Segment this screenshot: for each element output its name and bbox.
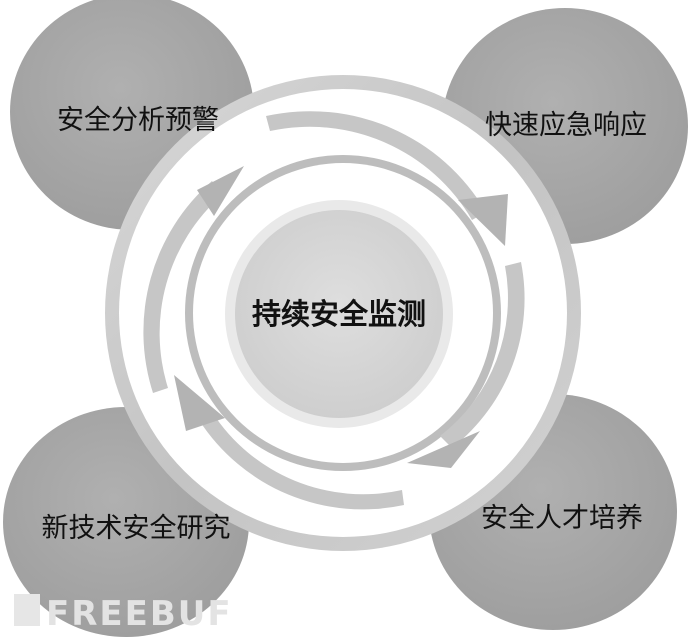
node-label-top-right: 快速应急响应 xyxy=(485,110,647,141)
watermark-logo-icon xyxy=(14,594,40,626)
watermark: FREEBUF xyxy=(14,594,233,634)
arrow-bottom xyxy=(174,375,404,510)
center-label: 持续安全监测 xyxy=(252,297,426,331)
node-label-bottom-left: 新技术安全研究 xyxy=(42,513,231,544)
center-node: 持续安全监测 xyxy=(225,200,453,428)
node-label-top-left: 安全分析预警 xyxy=(57,105,219,136)
arrow-top xyxy=(266,111,508,246)
node-label-bottom-right: 安全人才培养 xyxy=(481,503,643,534)
arrow-right xyxy=(407,262,525,468)
cycle-arrows xyxy=(143,111,525,510)
watermark-text: FREEBUF xyxy=(46,594,233,634)
arrow-left xyxy=(143,166,244,393)
